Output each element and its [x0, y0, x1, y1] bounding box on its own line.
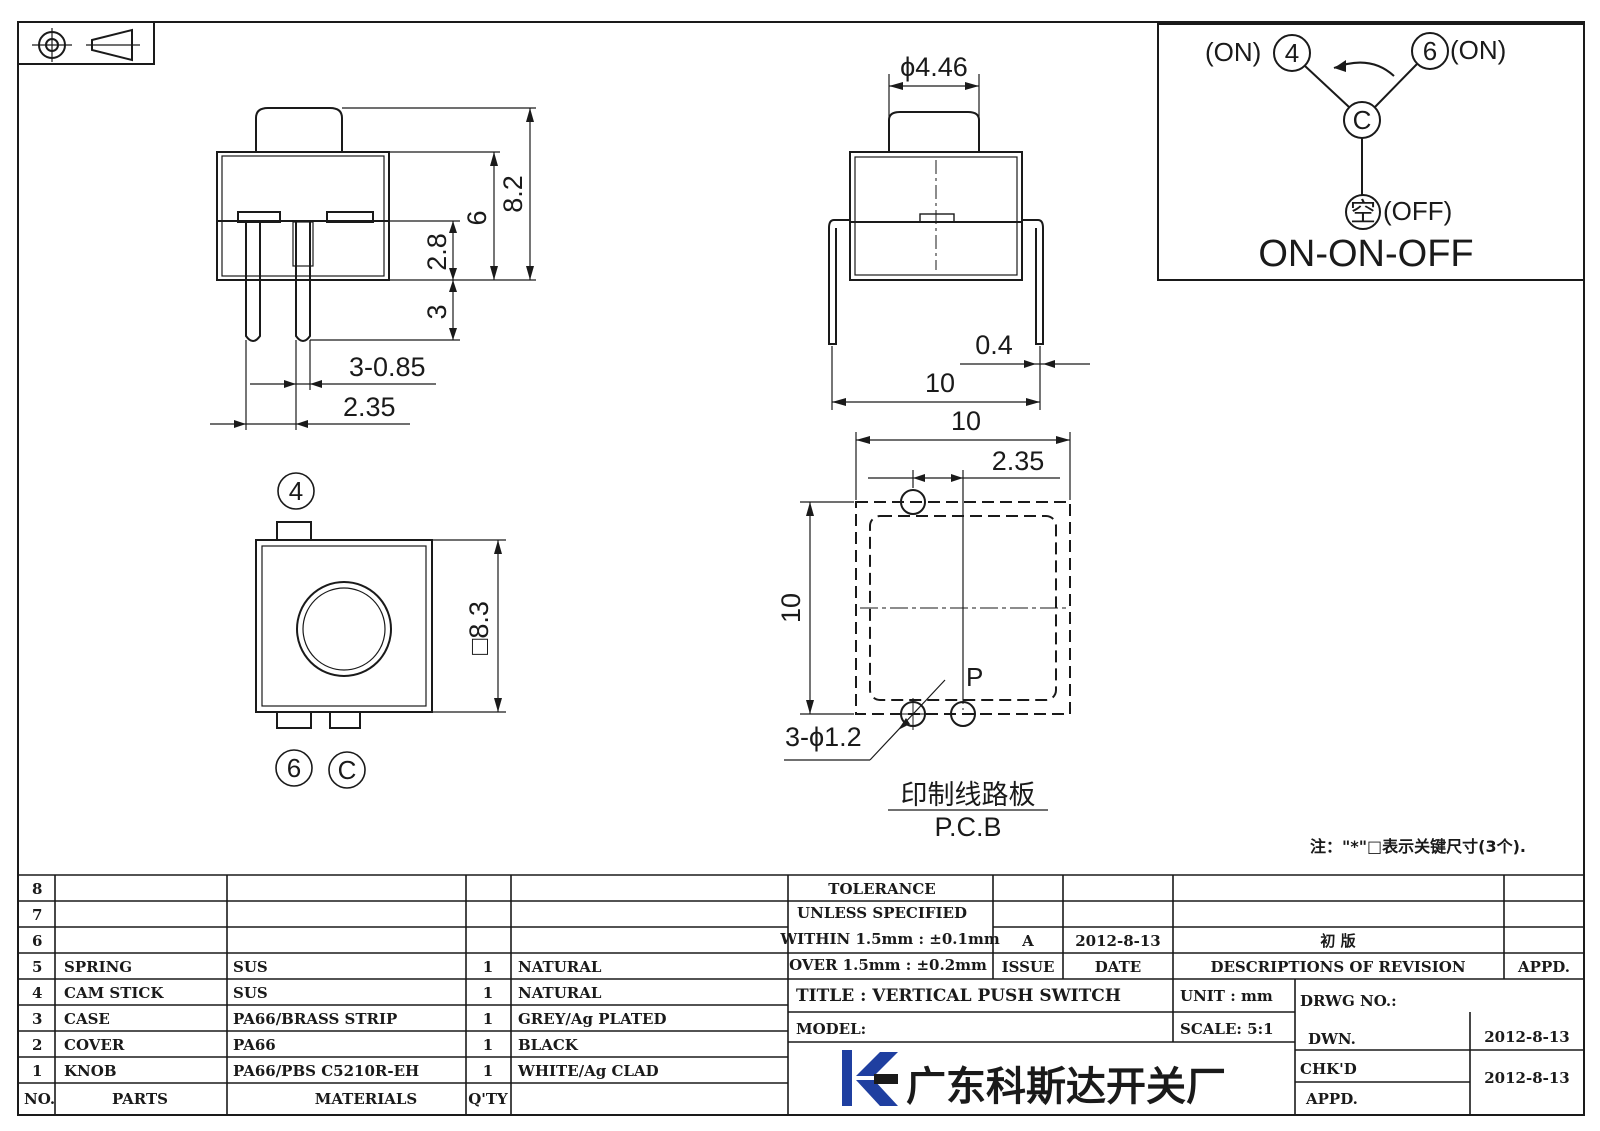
dim-pin-width: 3-0.85 [349, 352, 426, 382]
drawing-title: TITLE : VERTICAL PUSH SWITCH [796, 986, 1121, 1006]
drawing-scale: SCALE: 5:1 [1180, 1020, 1274, 1038]
sheet-border [17, 21, 1585, 1116]
side-view-dimension-lines [210, 107, 536, 430]
parts-cell-no: 2 [32, 1036, 42, 1054]
approved-label: APPD. [1305, 1090, 1358, 1108]
tolerance-line-3: WITHIN 1.5mm : ±0.1mm [779, 930, 1000, 948]
schematic-pin-empty: 空 [1350, 198, 1376, 228]
parts-cell-qty: 1 [483, 1062, 493, 1080]
parts-cell-material: PA66/PBS C5210R-EH [233, 1062, 419, 1080]
dim-lead-thickness: 0.4 [975, 330, 1013, 360]
parts-cell-no: 4 [32, 984, 42, 1002]
pin-label-6: 6 [287, 753, 301, 783]
schematic-pin-6: 6 [1423, 36, 1437, 66]
date-header: DATE [1095, 958, 1141, 976]
checked-label: CHK'D [1300, 1060, 1357, 1078]
company-logo-icon [842, 1050, 898, 1106]
parts-cell-part: CASE [64, 1010, 110, 1028]
drawing-number-label: DRWG NO.: [1300, 992, 1397, 1010]
parts-cell-finish: NATURAL [518, 958, 602, 976]
model-label: MODEL: [796, 1020, 866, 1038]
dim-square-size: □8.3 [464, 601, 494, 655]
approved-header: APPD. [1517, 958, 1570, 976]
parts-cell-material: PA66 [233, 1036, 276, 1054]
parts-cell-no: 6 [32, 932, 42, 950]
parts-cell-no: 1 [32, 1062, 42, 1080]
issue-header: ISSUE [1002, 958, 1055, 976]
parts-cell-finish: WHITE/Ag CLAD [517, 1062, 659, 1080]
parts-cell-finish: GREY/Ag PLATED [518, 1010, 667, 1028]
pin-label-4: 4 [289, 476, 303, 506]
drawn-date: 2012-8-13 [1484, 1028, 1570, 1046]
schematic-pin-c: C [1353, 105, 1372, 135]
pin-label-c: C [338, 755, 357, 785]
parts-cell-material: SUS [233, 958, 268, 976]
parts-header-no: NO. [24, 1090, 55, 1108]
tolerance-line-1: TOLERANCE [828, 880, 935, 898]
parts-header-parts: PARTS [112, 1090, 168, 1108]
parts-cell-part: COVER [64, 1036, 125, 1054]
dim-pin-length: 3 [422, 304, 452, 319]
dim-height-body: 6 [462, 210, 492, 225]
parts-cell-material: PA66/BRASS STRIP [233, 1010, 397, 1028]
parts-cell-no: 5 [32, 958, 42, 976]
dim-height-total: 8.2 [498, 175, 528, 213]
dim-front-width: 10 [925, 368, 955, 398]
parts-cell-part: SPRING [64, 958, 132, 976]
checked-date: 2012-8-13 [1484, 1069, 1570, 1087]
schematic-off-label: (OFF) [1383, 196, 1452, 226]
parts-cell-material: SUS [233, 984, 268, 1002]
pcb-title-en: P.C.B [934, 812, 1001, 842]
schematic-pin-4: 4 [1285, 38, 1299, 68]
dim-pcb-holes: 3-ϕ1.2 [785, 722, 862, 752]
projection-symbol [17, 21, 155, 65]
schematic-on-right: (ON) [1450, 35, 1506, 65]
parts-cell-part: CAM STICK [64, 984, 164, 1002]
pcb-dimension-lines [784, 432, 1071, 811]
drawing-note: 注："*"□表示关键尺寸(3个). [1310, 837, 1526, 856]
schematic-on-left: (ON) [1205, 37, 1261, 67]
front-view-dimension-lines [831, 74, 1090, 410]
pcb-title-cn: 印制线路板 [901, 780, 1036, 811]
parts-cell-qty: 1 [483, 984, 493, 1002]
parts-cell-qty: 1 [483, 958, 493, 976]
top-view [255, 472, 433, 789]
parts-cell-no: 3 [32, 1010, 42, 1028]
tolerance-line-2: UNLESS SPECIFIED [797, 904, 967, 922]
revision-issue: A [1021, 932, 1034, 950]
pcb-label-p: P [966, 662, 983, 692]
parts-cell-qty: 1 [483, 1010, 493, 1028]
title-block-grid [18, 874, 1584, 1115]
parts-header-qty: Q'TY [468, 1090, 508, 1108]
front-view [828, 111, 1044, 345]
dim-pcb-width: 10 [951, 406, 981, 436]
tolerance-line-4: OVER 1.5mm : ±0.2mm [789, 956, 987, 974]
dimension-arrowheads [234, 60, 1346, 730]
description-header: DESCRIPTIONS OF REVISION [1210, 958, 1465, 976]
parts-cell-qty: 1 [483, 1036, 493, 1054]
dim-pcb-height: 10 [776, 593, 806, 623]
drawing-unit: UNIT : mm [1180, 987, 1273, 1005]
dim-knob-diameter: ϕ4.46 [900, 52, 968, 82]
dim-pin-step: 2.8 [422, 233, 452, 271]
dim-pcb-offset: 2.35 [992, 446, 1045, 476]
dim-pin-pitch: 2.35 [343, 392, 396, 422]
schematic-mode: ON-ON-OFF [1258, 233, 1473, 275]
drawn-by-label: DWN. [1308, 1030, 1356, 1048]
revision-description: 初 版 [1320, 932, 1355, 950]
side-view [216, 107, 390, 342]
parts-cell-finish: BLACK [518, 1036, 579, 1054]
parts-cell-finish: NATURAL [518, 984, 602, 1002]
parts-cell-no: 7 [32, 906, 42, 924]
parts-header-materials: MATERIALS [315, 1090, 418, 1108]
company-name: 广东科斯达开关厂 [906, 1064, 1226, 1110]
parts-cell-no: 8 [32, 880, 42, 898]
revision-date: 2012-8-13 [1075, 932, 1161, 950]
title-block: TOLERANCE UNLESS SPECIFIED WITHIN 1.5mm … [779, 880, 1570, 1110]
top-view-dimension-lines [432, 539, 506, 713]
parts-cell-part: KNOB [64, 1062, 117, 1080]
